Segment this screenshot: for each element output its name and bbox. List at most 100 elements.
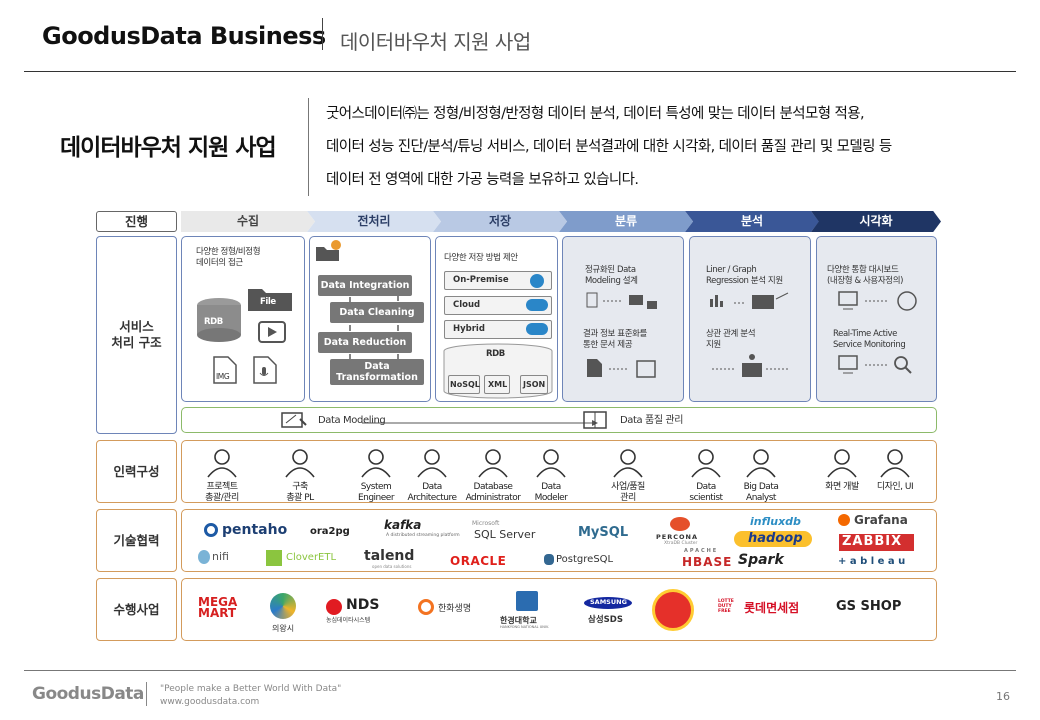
megamart-logo: MEGA MART	[198, 595, 238, 620]
gsshop-logo: GS SHOP	[836, 599, 902, 614]
data-management-bar: Data Modeling Data 품질 관리	[181, 407, 937, 433]
pentaho-icon	[204, 523, 218, 537]
hybrid-cloud-icon	[526, 323, 548, 335]
role-8: Big Data Analyst	[729, 448, 793, 504]
data-model-icon	[586, 292, 657, 309]
role-4: Database Administrator	[461, 448, 525, 504]
stage-visualize: 시각화	[811, 211, 941, 232]
tableau-logo: + a b l e a u	[838, 556, 906, 567]
stage-label: 진행	[96, 211, 177, 232]
postgresql-logo: PostgreSQL	[556, 554, 614, 565]
stage-collect: 수집	[181, 211, 315, 232]
data-modeling-label: Data Modeling	[318, 415, 386, 426]
stage-preprocess: 전처리	[307, 211, 441, 232]
store-onpremise: On-Premise	[444, 271, 552, 290]
role-label: Data scientist	[689, 482, 723, 503]
store-box: 다양한 저장 방법 제안 On-Premise Cloud Hybrid RDB…	[435, 236, 558, 402]
sqlserver-logo: SQL Server	[474, 528, 536, 541]
video-icon	[258, 321, 286, 343]
row-label-projects: 수행사업	[96, 578, 177, 641]
spark-logo: Spark	[738, 552, 784, 568]
header-divider	[322, 18, 323, 50]
mysql-logo: MySQL	[578, 525, 629, 540]
tech-row: pentaho ora2pg kafka A distributed strea…	[181, 509, 937, 572]
person-icon	[417, 449, 447, 478]
role-7: Data scientist	[674, 448, 738, 504]
step-transformation: Data Transformation	[330, 359, 424, 385]
role-label: Data Modeler	[534, 482, 568, 503]
hbase-logo: HBASE	[682, 555, 733, 569]
step-reduction: Data Reduction	[318, 332, 412, 353]
nds-logo: NDS	[346, 597, 380, 613]
hankyong-sub: HANKYONG NATIONAL UNIV.	[500, 625, 549, 629]
role-label: 프로젝트 총괄/관리	[205, 482, 239, 503]
footer-rule	[24, 670, 1016, 671]
collect-file-label: File	[260, 297, 276, 307]
role-label: Big Data Analyst	[743, 482, 779, 503]
role-label: Database Administrator	[465, 482, 521, 503]
classify-box: 정규화된 Data Modeling 설계 결과 정보 표준화를 통한 문서 제…	[562, 236, 684, 402]
influxdb-logo: influxdb	[750, 515, 801, 528]
person-icon	[613, 449, 643, 478]
store-xml: XML	[484, 375, 510, 394]
sqlserver-pre: Microsoft	[472, 520, 500, 527]
uiwang-logo: 의왕시	[272, 624, 295, 633]
page-number: 16	[996, 690, 1010, 703]
preprocess-box: Data Integration Data Cleaning Data Redu…	[309, 236, 431, 402]
talend-sub: open data solutions	[372, 564, 412, 569]
visual-b: Real-Time Active Service Monitoring	[833, 329, 906, 350]
hadoop-badge	[734, 531, 812, 547]
store-json: JSON	[520, 375, 548, 394]
hankyong-logo: 한경대학교	[500, 616, 537, 625]
uiwang-emblem	[270, 593, 296, 619]
audio-file-icon	[253, 356, 277, 384]
row-label-people: 인력구성	[96, 440, 177, 503]
person-icon	[827, 449, 857, 478]
grafana-logo: Grafana	[854, 513, 908, 527]
footer-url: www.goodusdata.com	[160, 697, 260, 707]
nifi-icon	[198, 550, 210, 564]
role-5: Data Modeler	[519, 448, 583, 504]
stage-analyze: 분석	[685, 211, 819, 232]
percona-sub: XtraDB Cluster	[664, 541, 698, 546]
lottedutyfree-logo: 롯데면세점	[744, 601, 800, 615]
collect-box: 다양한 정형/비정형 데이터의 접근 RDB File IMG	[181, 236, 305, 402]
store-cloud: Cloud	[444, 296, 552, 315]
projects-row: MEGA MART 의왕시 NDS 농심데이타시스템 한화생명 한경대학교 HA…	[181, 578, 937, 641]
document-icon	[587, 359, 656, 378]
monitor-search-icon	[838, 355, 912, 374]
database-icon	[197, 298, 241, 342]
modeling-icon	[281, 412, 307, 428]
collect-title: 다양한 정형/비정형 데이터의 접근	[196, 247, 261, 268]
footer-slogan: "People make a Better World With Data"	[160, 684, 342, 694]
samsung-logo: SAMSUNG	[590, 598, 627, 606]
cloveretl-logo: CloverETL	[286, 552, 337, 563]
row-label-service: 서비스 처리 구조	[96, 236, 177, 434]
analyze-box: Liner / Graph Regression 분석 지원 상관 관계 분석 …	[689, 236, 811, 402]
visualize-box: 다양한 통합 대시보드 (내장형 & 사용자정의) Real-Time Acti…	[816, 236, 937, 402]
intro-line-1: 굿어스데이터㈜는 정형/비정형/반정형 데이터 분석, 데이터 특성에 맞는 데…	[326, 106, 865, 122]
row-label-tech: 기술협력	[96, 509, 177, 572]
step-cleaning: Data Cleaning	[330, 302, 424, 323]
flow-arrows	[349, 296, 399, 359]
hbase-pre: APACHE	[684, 548, 719, 554]
role-3: Data Architecture	[400, 448, 464, 504]
role-10: 디자인, UI	[863, 448, 927, 493]
mascot-emblem	[652, 589, 694, 631]
role-label: Data Architecture	[407, 482, 457, 503]
store-hybrid: Hybrid	[444, 320, 552, 339]
classify-b: 결과 정보 표준화를 통한 문서 제공	[583, 329, 647, 350]
zabbix-badge	[839, 534, 914, 551]
regression-icon	[710, 292, 789, 309]
role-1: 구축 총괄 PL	[268, 448, 332, 504]
role-label: 구축 총괄 PL	[286, 482, 314, 503]
kafka-sub: A distributed streaming platform	[386, 533, 460, 538]
analyze-b: 상관 관계 분석 지원	[706, 329, 756, 350]
talend-logo: talend	[364, 548, 415, 564]
intro-text: 굿어스데이터㈜는 정형/비정형/반정형 데이터 분석, 데이터 특성에 맞는 데…	[326, 98, 1026, 197]
samsung-badge	[584, 597, 632, 609]
role-label: 사업/품질 관리	[611, 482, 645, 503]
stage-classify: 분류	[559, 211, 693, 232]
role-2: System Engineer	[344, 448, 408, 504]
person-icon	[536, 449, 566, 478]
